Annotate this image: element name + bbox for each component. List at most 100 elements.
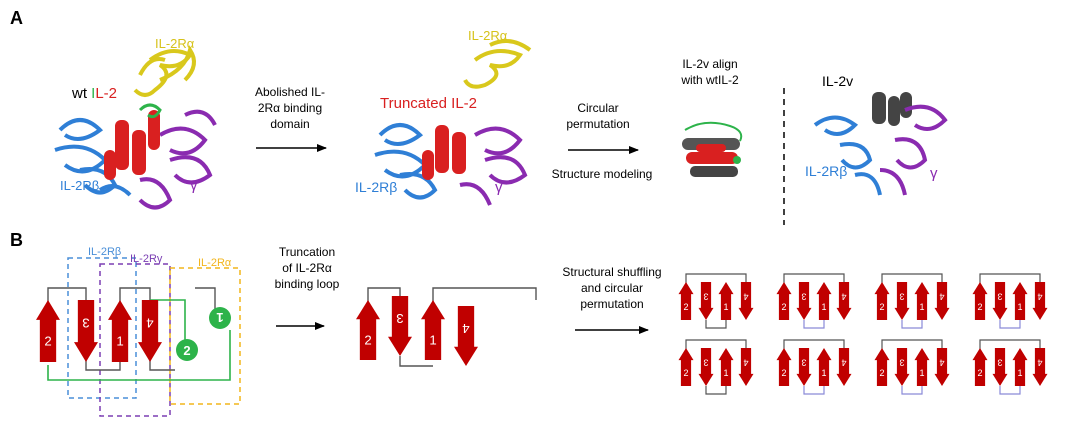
variant-3-helix-1-arrow <box>914 282 930 320</box>
il2rb-label-left: IL-2Rβ <box>60 178 99 193</box>
panel-b-step1-line1: Truncation <box>279 245 335 259</box>
panel-a-step1-line2: 2Rα binding <box>258 101 322 115</box>
variant-1-helix-2-label: 2 <box>683 302 688 312</box>
loop-helix-1 <box>209 307 231 329</box>
variant-connector-bottom <box>705 320 727 329</box>
variant-connector-top <box>979 339 1041 350</box>
gamma-label-right: γ <box>930 165 938 182</box>
variant-7-helix-3-label: 3 <box>899 357 904 367</box>
panel-b-step2-line2: and circular <box>581 281 643 295</box>
align-label-line2: with wtIL-2 <box>680 73 739 87</box>
panel-b-step2-line1: Structural shuffling <box>562 265 661 279</box>
wt-helix-1-arrow <box>108 300 132 362</box>
truncated-helix-1-label: 1 <box>429 332 436 347</box>
box-label-il2rb: IL-2Rβ <box>88 246 121 258</box>
wt-green-loop <box>47 299 231 381</box>
panel-a-step3: Structure modeling <box>552 167 653 181</box>
variant-connector-bottom <box>999 320 1021 329</box>
variant-connector-top <box>783 273 845 284</box>
variant-connector-top <box>979 273 1041 284</box>
variant-2-helix-4-arrow <box>836 282 852 320</box>
variant-3-helix-3-label: 3 <box>899 291 904 301</box>
loop-helix-2 <box>176 339 198 361</box>
variant-3-helix-4-arrow <box>934 282 950 320</box>
variant-1-helix-2-arrow <box>678 282 694 320</box>
panel-a-step1-line3: domain <box>270 117 309 131</box>
panel-a-letter: A <box>10 8 23 28</box>
variant-2-helix-1-arrow <box>816 282 832 320</box>
variant-5-helix-4-label: 4 <box>743 357 748 367</box>
variant-3-helix-2-arrow <box>874 282 890 320</box>
variant-7-helix-1-label: 1 <box>919 368 924 378</box>
panel-b-step1-line3: binding loop <box>275 277 340 291</box>
truncated-helix-2-arrow <box>356 300 380 360</box>
variant-1-helix-3-arrow <box>698 282 714 320</box>
variant-7-helix-3-arrow <box>894 348 910 386</box>
variant-connector-top <box>881 339 943 350</box>
variant-2-helix-1-label: 1 <box>821 302 826 312</box>
variant-7-helix-2-label: 2 <box>879 368 884 378</box>
wt-helix-3-arrow <box>74 300 98 362</box>
variant-4-helix-3-label: 3 <box>997 291 1002 301</box>
variant-5-helix-1-label: 1 <box>723 368 728 378</box>
variant-8-helix-4-arrow <box>1032 348 1048 386</box>
panel-b-letter: B <box>10 230 23 250</box>
variant-6-helix-2-arrow <box>776 348 792 386</box>
variant-4-helix-4-label: 4 <box>1037 291 1042 301</box>
variant-3-helix-3-arrow <box>894 282 910 320</box>
variant-7-helix-4-label: 4 <box>939 357 944 367</box>
variant-1-helix-4-label: 4 <box>743 291 748 301</box>
gamma-label-mid: γ <box>495 179 503 196</box>
variant-connector-bottom <box>803 320 825 329</box>
variant-1-helix-1-arrow <box>718 282 734 320</box>
variant-topology: 2 3 1 4 <box>874 339 950 395</box>
panel-a-step2-line1: Circular <box>577 101 618 115</box>
variant-1-helix-1-label: 1 <box>723 302 728 312</box>
il2rg-box <box>99 263 171 417</box>
il2-helices-left <box>104 110 160 180</box>
il2ra-ribbon-mid <box>463 39 532 89</box>
il2rb-box <box>67 257 137 399</box>
il2ra-label-mid: IL-2Rα <box>468 28 508 43</box>
variant-1-helix-4-arrow <box>738 282 754 320</box>
truncated-helix-4-label: 4 <box>462 321 469 336</box>
loop-helix-2-label: 2 <box>183 343 190 358</box>
il2rb-label-right: IL-2Rβ <box>805 163 847 179</box>
truncated-helix-1-arrow <box>421 300 445 360</box>
aligned-il2v-illustration <box>682 121 743 177</box>
truncated-il2-label: Truncated IL-2 <box>380 95 477 112</box>
variant-5-helix-1-arrow <box>718 348 734 386</box>
variant-6-helix-4-arrow <box>836 348 852 386</box>
variant-1-helix-3-label: 3 <box>703 291 708 301</box>
truncated-topology-connectors <box>367 287 537 367</box>
il2-helices-mid <box>422 125 466 180</box>
variant-6-helix-3-arrow <box>796 348 812 386</box>
box-label-il2ra: IL-2Rα <box>198 257 232 269</box>
variant-6-helix-4-label: 4 <box>841 357 846 367</box>
truncated-helix-2-label: 2 <box>364 332 371 347</box>
il2v-complex-illustration <box>813 92 948 196</box>
variant-connector-top <box>685 339 747 350</box>
il2ra-label-left: IL-2Rα <box>155 36 195 51</box>
variant-2-helix-3-arrow <box>796 282 812 320</box>
variant-7-helix-1-arrow <box>914 348 930 386</box>
panel-a-step1-line1: Abolished IL- <box>255 85 325 99</box>
variant-4-helix-4-arrow <box>1032 282 1048 320</box>
panel-b-step1-line2: of IL-2Rα <box>282 261 332 275</box>
gamma-label-left: γ <box>190 177 198 194</box>
variant-6-helix-1-label: 1 <box>821 368 826 378</box>
variant-connector-top <box>783 339 845 350</box>
variant-6-helix-2-label: 2 <box>781 368 786 378</box>
variant-5-helix-3-arrow <box>698 348 714 386</box>
variant-connector-bottom <box>999 386 1021 395</box>
variant-5-helix-2-label: 2 <box>683 368 688 378</box>
variant-connector-bottom <box>901 386 923 395</box>
